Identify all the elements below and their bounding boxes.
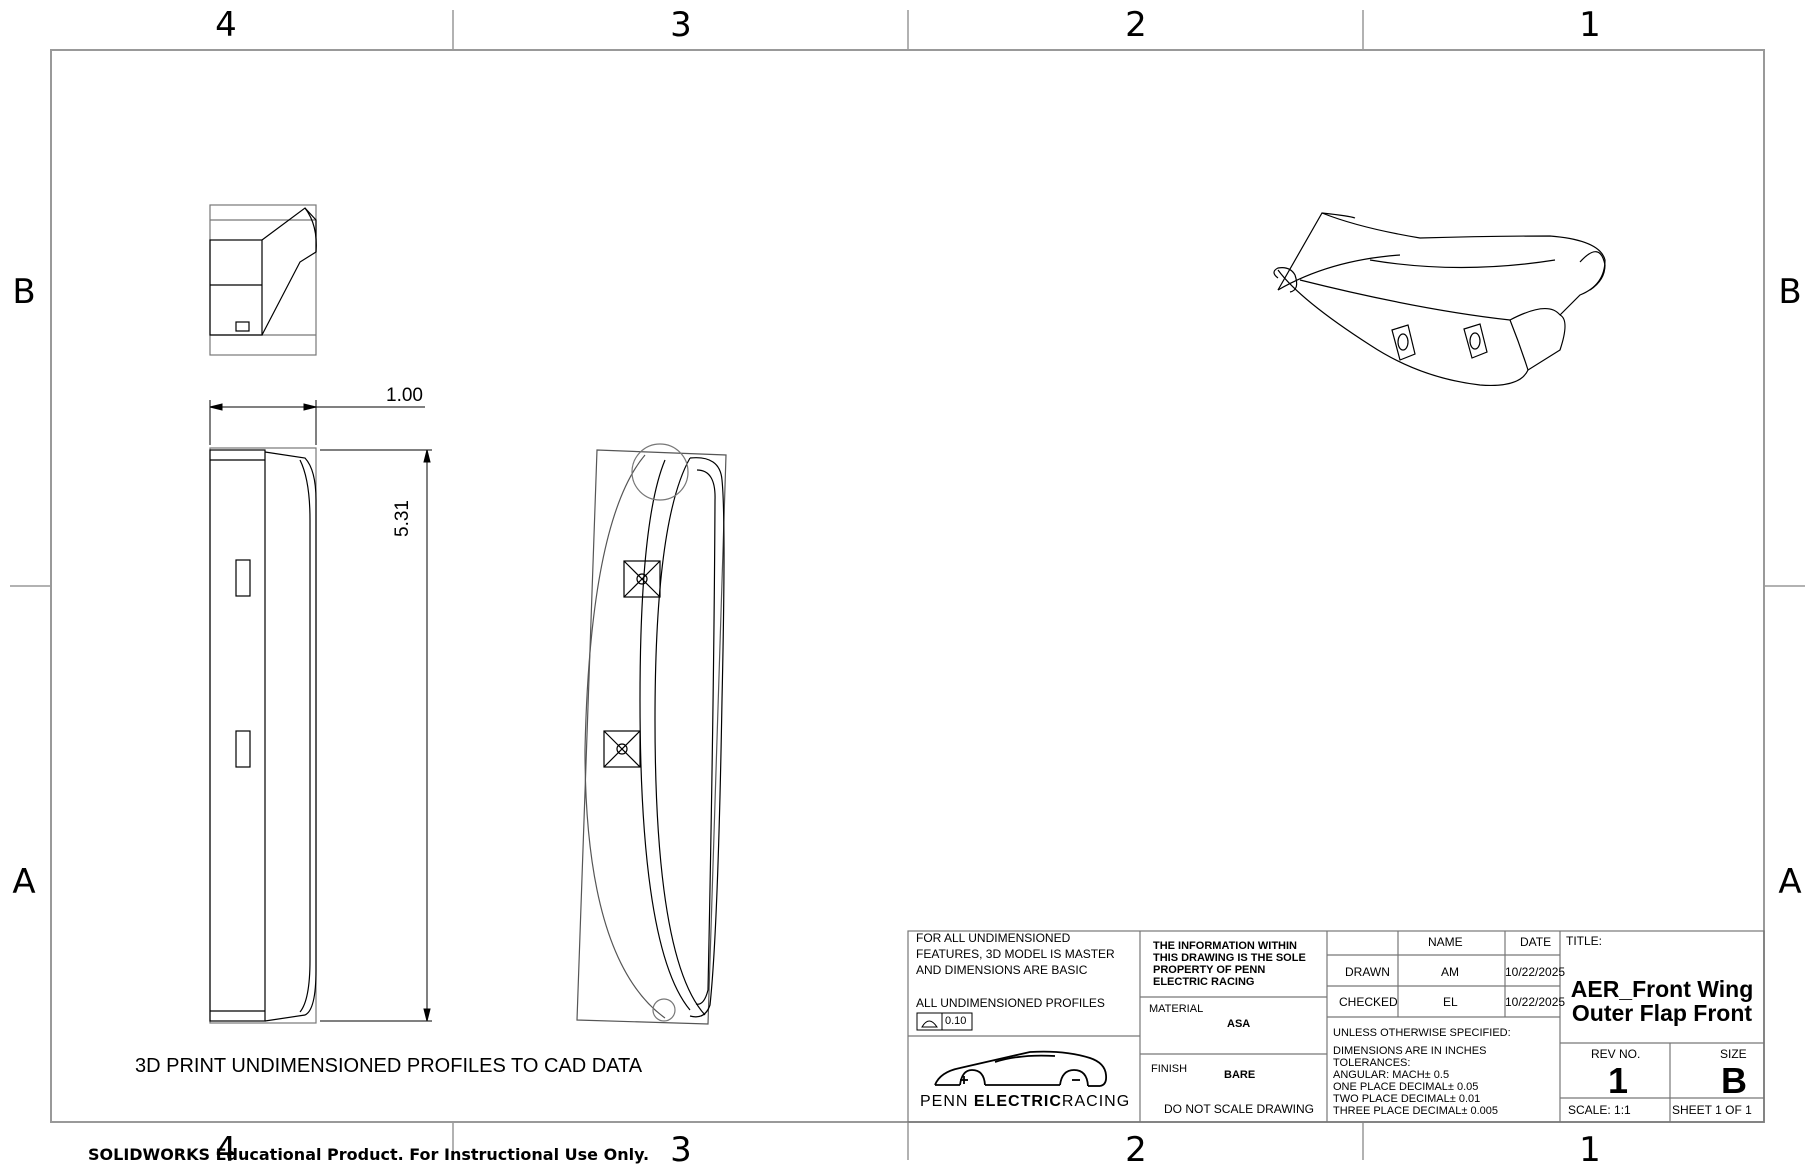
front-view [209,447,317,1024]
tolerance-line-3: TOLERANCES: [1333,1057,1411,1069]
zone-col-top-1: 1 [1579,5,1601,45]
logo-word-electric: ELECTRIC [973,1093,1062,1110]
zone-col-bottom-2: 2 [1125,1130,1147,1170]
tolerance-line-5: ONE PLACE DECIMAL± 0.05 [1333,1081,1479,1093]
tolerance-line-7: THREE PLACE DECIMAL± 0.005 [1333,1105,1498,1117]
size-value: B [1721,1060,1747,1101]
name-header: NAME [1428,935,1463,949]
logo-wordmark: PENN ELECTRICRACING [920,1093,1130,1111]
proprietary-3: PROPERTY OF PENN [1153,964,1266,976]
zone-row-right-a: A [1778,862,1802,902]
date-header: DATE [1520,935,1552,949]
zone-col-bottom-4: 4 [215,1130,237,1170]
proprietary-4: ELECTRIC RACING [1153,976,1255,988]
tolerance-line-2: DIMENSIONS ARE IN INCHES [1333,1045,1487,1057]
logo-word-racing: RACING [1061,1093,1131,1110]
profile-tolerance-value: 0.10 [945,1015,967,1027]
height-dimension-label: 5.31 [392,500,413,537]
zone-row-left-a: A [12,862,36,902]
zone-row-right-b: B [1778,272,1802,312]
rev-value: 1 [1608,1060,1629,1101]
finish-value: BARE [1224,1069,1256,1081]
checked-date: 10/22/2025 [1505,995,1566,1009]
do-not-scale-note: DO NOT SCALE DRAWING [1164,1102,1315,1116]
finish-label: FINISH [1151,1063,1188,1075]
width-dimension [209,400,425,445]
profile-note: ALL UNDIMENSIONED PROFILES [916,996,1105,1010]
checked-label: CHECKED [1339,995,1398,1009]
proprietary-2: THIS DRAWING IS THE SOLE [1153,952,1306,964]
title-label: TITLE: [1566,934,1603,948]
drawn-label: DRAWN [1345,965,1390,979]
tolerance-line-4: ANGULAR: MACH± 0.5 [1333,1069,1450,1081]
zone-row-left-b: B [12,272,36,312]
sheet-label: SHEET 1 OF 1 [1672,1103,1752,1117]
title-block-grid [907,930,1765,1123]
watermark: SOLIDWORKS Educational Product. For Inst… [88,1145,650,1164]
isometric-view [1273,212,1606,387]
general-note-1: FOR ALL UNDIMENSIONED [916,931,1071,945]
checked-name: EL [1443,995,1458,1009]
car-logo-icon [934,1050,1108,1087]
scale-label: SCALE: 1:1 [1568,1103,1631,1117]
side-view [576,443,727,1025]
zone-col-top-4: 4 [215,5,237,45]
material-label: MATERIAL [1149,1003,1204,1015]
top-view [209,204,317,356]
general-note-3: AND DIMENSIONS ARE BASIC [916,963,1088,977]
zone-col-bottom-1: 1 [1579,1130,1601,1170]
tolerance-line-1: UNLESS OTHERWISE SPECIFIED: [1333,1027,1511,1039]
material-value: ASA [1227,1018,1251,1030]
print-note: 3D PRINT UNDIMENSIONED PROFILES TO CAD D… [135,1055,643,1077]
drawing-title-line-1: AER_Front Wing [1570,976,1754,1002]
height-dimension [320,449,432,1022]
size-label: SIZE [1720,1047,1747,1061]
zone-col-top-2: 2 [1125,5,1147,45]
zone-col-bottom-3: 3 [670,1130,692,1170]
profile-tolerance-frame [916,1012,973,1031]
drawing-title-line-2: Outer Flap Front [1571,1000,1753,1026]
zone-ticks [10,10,1805,1160]
rev-label: REV NO. [1591,1047,1641,1061]
tolerance-line-6: TWO PLACE DECIMAL± 0.01 [1333,1093,1481,1105]
width-dimension-label: 1.00 [386,385,423,406]
logo-word-penn: PENN [920,1093,969,1110]
drawn-date: 10/22/2025 [1505,965,1566,979]
zone-col-top-3: 3 [670,5,692,45]
general-note-2: FEATURES, 3D MODEL IS MASTER [916,947,1115,961]
drawn-name: AM [1441,965,1459,979]
proprietary-1: THE INFORMATION WITHIN [1153,940,1297,952]
